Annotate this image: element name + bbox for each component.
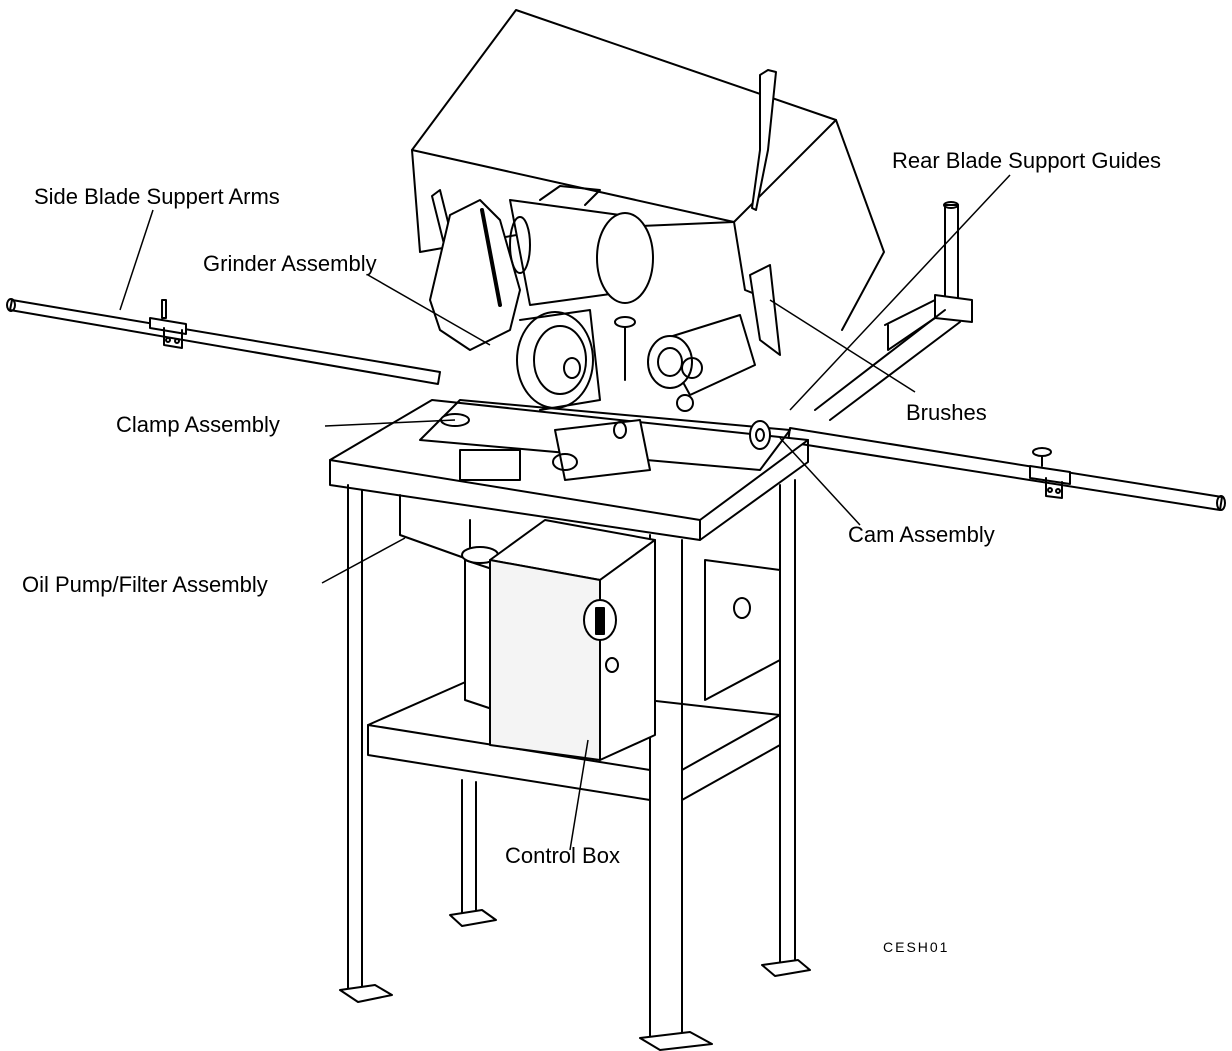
- leader-control-box: [569, 739, 589, 851]
- label-clamp-assembly: Clamp Assembly: [116, 412, 280, 437]
- left-support-arm-rod: [6, 298, 441, 385]
- label-cam-assembly: Cam Assembly: [848, 522, 995, 547]
- leader-rear-guides: [789, 174, 1011, 411]
- brush-motor: [647, 314, 756, 412]
- label-grinder-assembly: Grinder Assembly: [203, 251, 377, 276]
- stand-frame: [339, 479, 811, 1051]
- label-control-box: Control Box: [505, 843, 620, 868]
- motor: [509, 185, 654, 306]
- leader-brushes: [769, 299, 916, 393]
- right-support-arm-rod: [787, 427, 1226, 511]
- table-top: [329, 399, 809, 541]
- leader-clamp: [324, 419, 456, 427]
- leader-oil-pump: [321, 537, 406, 584]
- label-rear-blade-support-guides: Rear Blade Support Guides: [892, 148, 1162, 173]
- control-box-shape: [489, 519, 781, 761]
- leader-side-blade-arms: [119, 209, 154, 311]
- label-brushes: Brushes: [906, 400, 987, 425]
- rear-support-guide: [814, 201, 973, 421]
- label-oil-pump-filter-assembly: Oil Pump/Filter Assembly: [22, 572, 268, 597]
- leader-grinder: [367, 274, 491, 346]
- grinder: [429, 199, 636, 411]
- leader-lines: [119, 174, 1011, 851]
- label-side-blade-support-arms: Side Blade Suppert Arms: [34, 184, 280, 209]
- oil-pump-filter: [399, 494, 501, 721]
- figure-id: CESH01: [883, 939, 950, 955]
- leader-cam: [779, 437, 861, 526]
